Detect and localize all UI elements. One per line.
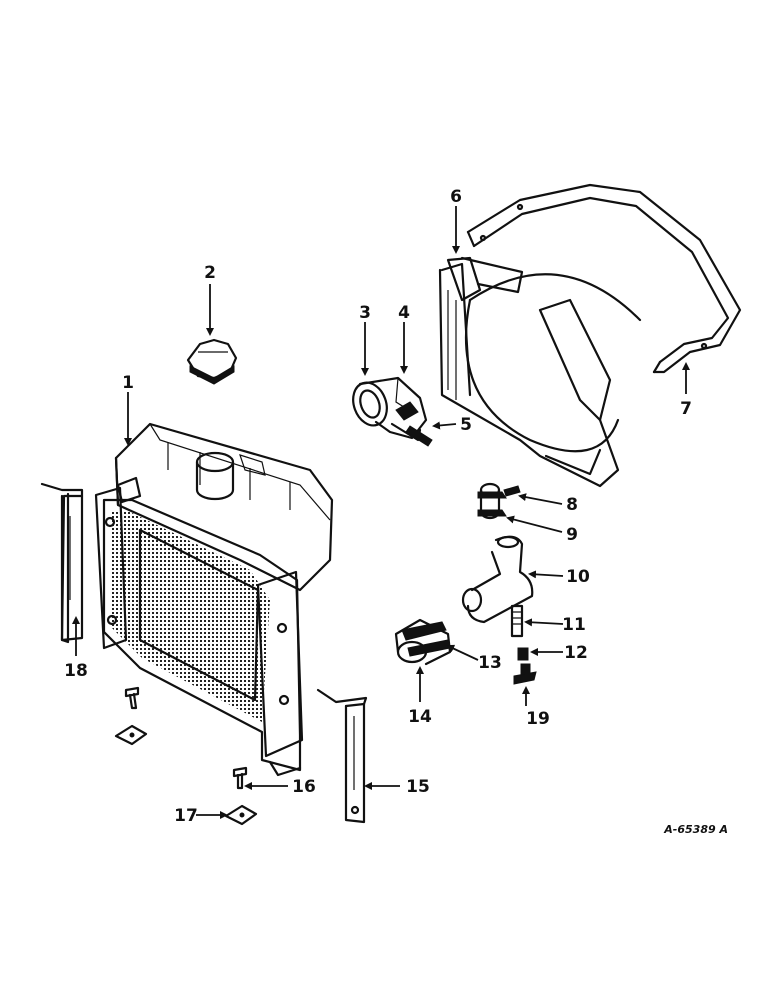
- leader-lines: [72, 206, 690, 819]
- bolts-and-washers: [114, 686, 258, 826]
- callout-4: 4: [398, 303, 410, 323]
- support-bar: [466, 183, 742, 374]
- upper-hose: [352, 376, 433, 447]
- callout-10: 10: [566, 567, 590, 587]
- callout-2: 2: [204, 263, 216, 283]
- callout-12: 12: [564, 643, 588, 663]
- callout-8: 8: [566, 495, 578, 515]
- callout-14: 14: [408, 707, 432, 727]
- callout-18: 18: [64, 661, 88, 681]
- callout-19: 19: [526, 709, 550, 729]
- radiator-cap: [186, 338, 238, 385]
- right-bracket: [316, 688, 368, 824]
- callout-16: 16: [292, 777, 316, 797]
- callout-9: 9: [566, 525, 578, 545]
- fan-shroud: [438, 256, 642, 488]
- drain-parts: [510, 604, 537, 685]
- callout-1: 1: [122, 373, 134, 393]
- callout-13: 13: [478, 653, 502, 673]
- hose-clamps: [477, 482, 521, 520]
- left-bracket: [40, 482, 84, 644]
- callout-labels: 1 2 3 4 5 6 7 8 9 10 11 12 13 14 15 16 1…: [64, 187, 728, 836]
- callout-17: 17: [174, 806, 198, 826]
- callout-15: 15: [406, 777, 430, 797]
- reference-code: A-65389 A: [663, 823, 728, 836]
- callout-6: 6: [450, 187, 462, 207]
- callout-7: 7: [680, 399, 692, 419]
- callout-5: 5: [460, 415, 472, 435]
- callout-11: 11: [562, 615, 586, 635]
- lower-hose: [461, 535, 534, 624]
- hose-with-clamp: [394, 618, 452, 666]
- callout-3: 3: [359, 303, 371, 323]
- radiator: [94, 422, 334, 777]
